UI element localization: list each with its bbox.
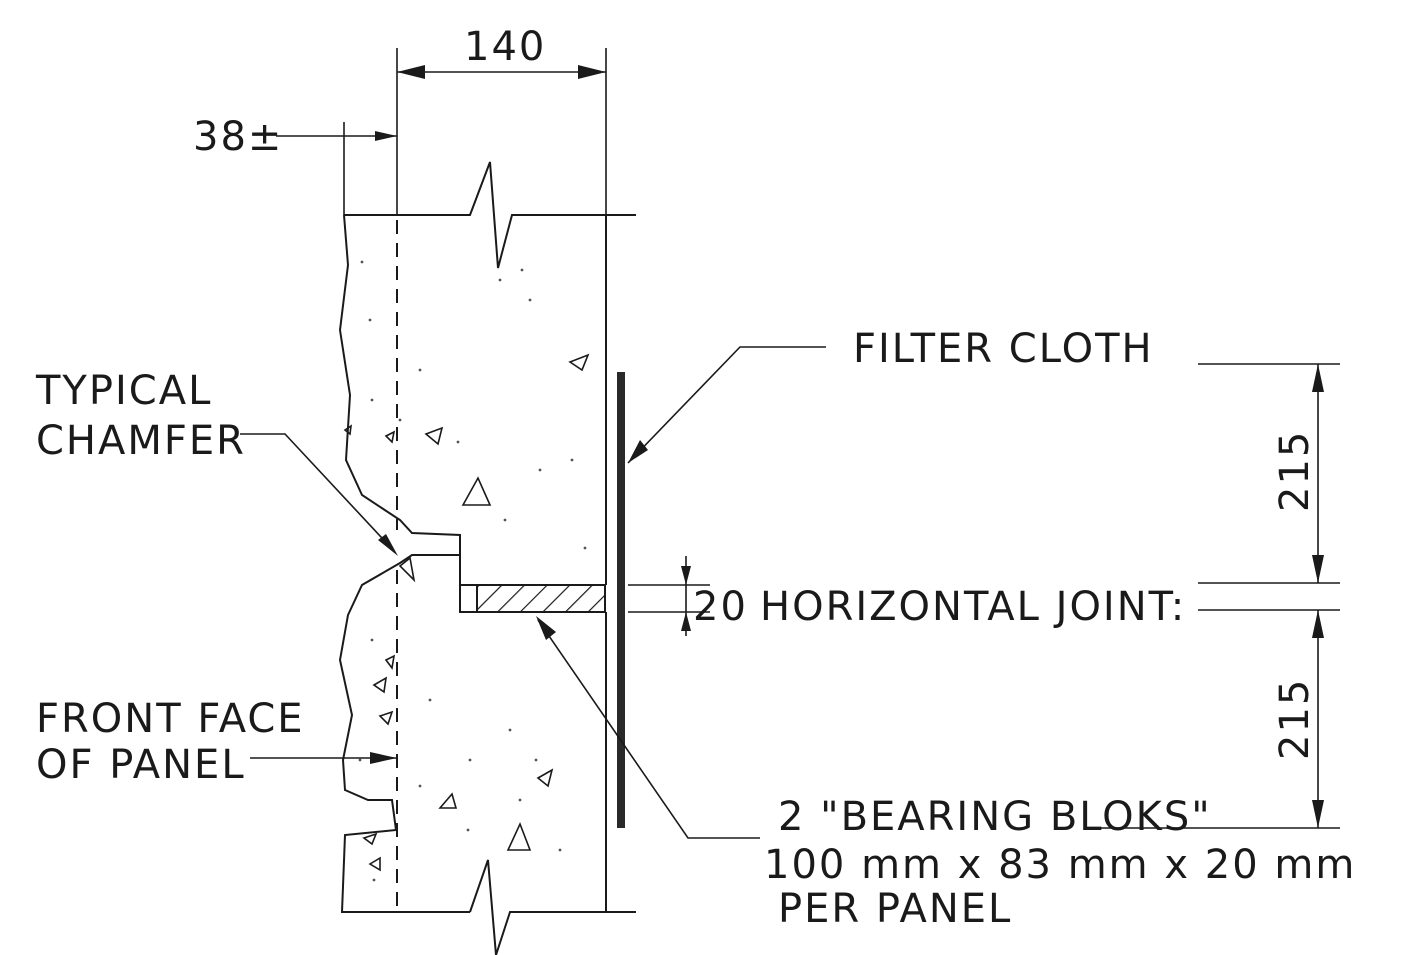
dimension-38: 38±	[193, 114, 397, 215]
bearing-blok-hatch	[476, 584, 606, 613]
aggregate-marks	[343, 260, 590, 882]
typical-chamfer-arrowhead	[378, 534, 398, 556]
dimension-20-label: 20	[693, 584, 748, 630]
dimension-215-lower: 215	[1198, 609, 1340, 829]
front-face-arrowhead	[370, 752, 397, 764]
filter-cloth-callout: FILTER CLOTH	[627, 326, 1154, 464]
filter-cloth-strip	[617, 372, 625, 828]
bearing-bloks-callout: 2 "BEARING BLOKS" 100 mm x 83 mm x 20 mm…	[536, 616, 1356, 932]
dimension-140-label: 140	[464, 24, 546, 70]
lower-panel	[338, 554, 636, 955]
typical-chamfer-label-line2: CHAMFER	[36, 418, 246, 464]
horizontal-joint-label: HORIZONTAL JOINT:	[760, 584, 1186, 630]
bearing-bloks-label-line2: 100 mm x 83 mm x 20 mm	[764, 842, 1356, 888]
typical-chamfer-callout: TYPICAL CHAMFER	[35, 368, 398, 556]
front-face-label-line2: OF PANEL	[36, 742, 246, 788]
dimension-215-upper-label: 215	[1272, 430, 1318, 512]
filter-cloth-label: FILTER CLOTH	[853, 326, 1154, 372]
front-face-callout: FRONT FACE OF PANEL	[36, 696, 397, 788]
upper-panel	[338, 161, 636, 586]
arrowhead-left	[397, 65, 425, 79]
bearing-bloks-label-line3: PER PANEL	[778, 886, 1012, 932]
front-face-label-line1: FRONT FACE	[36, 696, 305, 742]
chamfer-triangle	[398, 556, 416, 583]
bearing-bloks-arrowhead	[536, 616, 556, 640]
filter-cloth-arrowhead	[628, 440, 648, 463]
typical-chamfer-label-line1: TYPICAL	[35, 368, 212, 414]
dimension-140: 140	[396, 24, 607, 215]
arrowhead-38	[375, 131, 397, 141]
arrowhead-right	[578, 65, 606, 79]
dimension-20-joint: 20 HORIZONTAL JOINT:	[628, 556, 1186, 636]
dimension-215-upper: 215	[1198, 363, 1340, 584]
dimension-215-lower-label: 215	[1272, 678, 1318, 760]
bearing-bloks-label-line1: 2 "BEARING BLOKS"	[778, 794, 1212, 840]
dimension-38-label: 38±	[193, 114, 283, 160]
